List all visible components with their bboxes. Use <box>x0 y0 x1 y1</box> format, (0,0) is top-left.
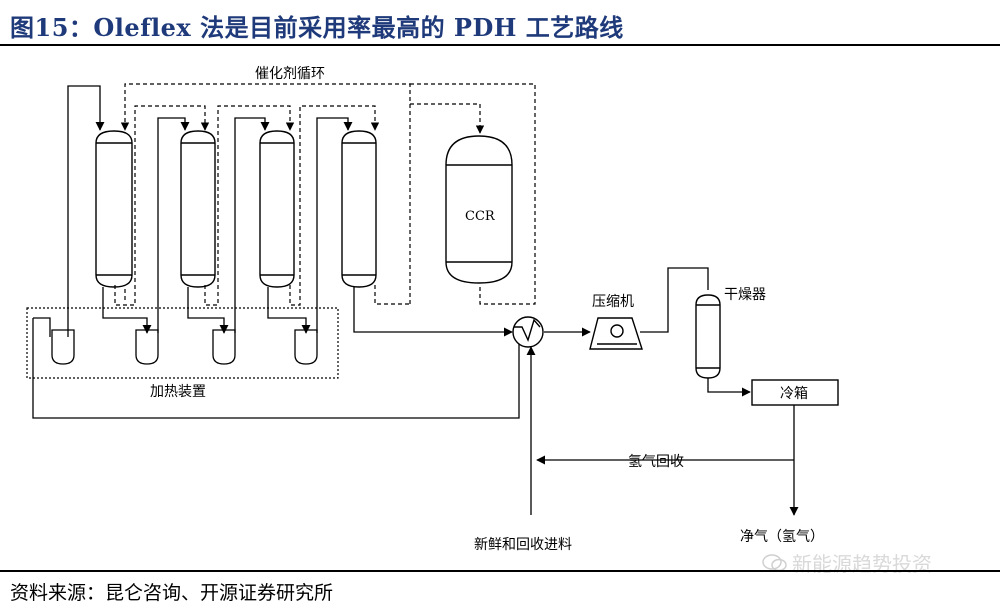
heat-exchanger <box>512 316 544 348</box>
reactor-3 <box>259 130 295 288</box>
compressor <box>589 317 643 350</box>
source-divider <box>0 570 1000 572</box>
catalyst-loop-label: 催化剂循环 <box>255 66 325 82</box>
figure-title: 图15：Oleflex 法是目前采用率最高的 PDH 工艺路线 <box>10 13 624 42</box>
ccr-regenerator <box>445 135 513 284</box>
reactor-1 <box>95 130 133 288</box>
title-divider <box>0 44 1000 46</box>
cold-box <box>751 379 839 406</box>
feed-label: 新鲜和回收进料 <box>474 537 572 553</box>
dryer <box>695 294 721 379</box>
watermark: 新能源趋势投资 <box>762 548 932 577</box>
heater-box <box>26 307 339 379</box>
watermark-text: 新能源趋势投资 <box>792 552 932 576</box>
compressor-label: 压缩机 <box>592 294 634 310</box>
cold-box-label: 冷箱 <box>780 386 808 402</box>
heater-label: 加热装置 <box>150 384 206 400</box>
net-gas-label: 净气（氢气） <box>740 529 824 545</box>
ccr-label: CCR <box>465 209 496 224</box>
dryer-label: 干燥器 <box>724 287 766 303</box>
reactor-2 <box>180 130 216 288</box>
heater-cells <box>51 329 318 365</box>
source-note: 资料来源：昆仑咨询、开源证券研究所 <box>10 582 334 604</box>
catalyst-circulation-loop <box>114 83 536 306</box>
reactor-4 <box>341 130 377 288</box>
hydrogen-recovery-label: 氢气回收 <box>628 454 684 470</box>
process-flow-lines <box>32 85 799 516</box>
